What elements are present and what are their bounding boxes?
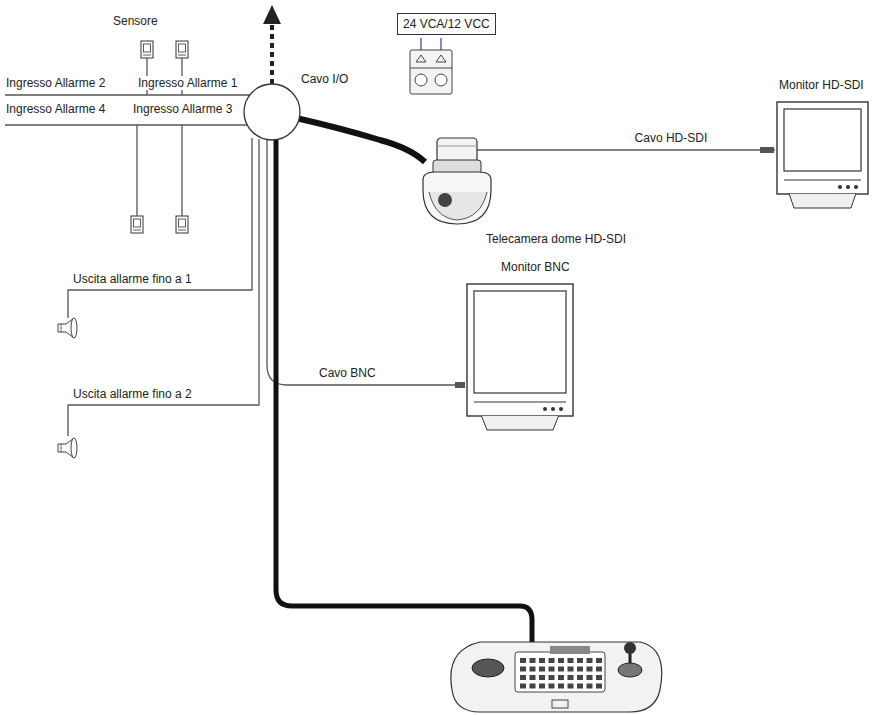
- wire-label: Ingresso Allarme 2: [5, 76, 106, 90]
- device-label: Monitor BNC: [500, 260, 571, 274]
- dome-camera: Telecamera dome HD-SDI: [415, 132, 499, 228]
- wire-label: Ingresso Allarme 3: [132, 102, 233, 116]
- wire-label: Ingresso Allarme 1: [137, 76, 238, 90]
- wire-label: Cavo BNC: [318, 366, 377, 380]
- power-supply-box: 24 VCA/12 VCC: [397, 13, 496, 35]
- box-text: 24 VCA/12 VCC: [403, 17, 490, 31]
- bnc-monitor: Monitor BNC: [465, 282, 575, 432]
- cable-line: [469, 149, 775, 150]
- device-label: Telecamera dome HD-SDI: [485, 232, 627, 246]
- device-label: Monitor HD-SDI: [778, 78, 865, 92]
- hd-sdi-monitor: Monitor HD-SDI: [775, 100, 870, 210]
- cable-label: Cavo HD-SDI: [634, 131, 709, 145]
- wire-label: Sensore: [112, 14, 159, 28]
- wire-label: Uscita allarme fino a 2: [72, 387, 193, 401]
- wire-label: Ingresso Allarme 4: [5, 102, 106, 116]
- wire-label: Uscita allarme fino a 1: [72, 272, 193, 286]
- wire-label: Cavo I/O: [300, 72, 349, 86]
